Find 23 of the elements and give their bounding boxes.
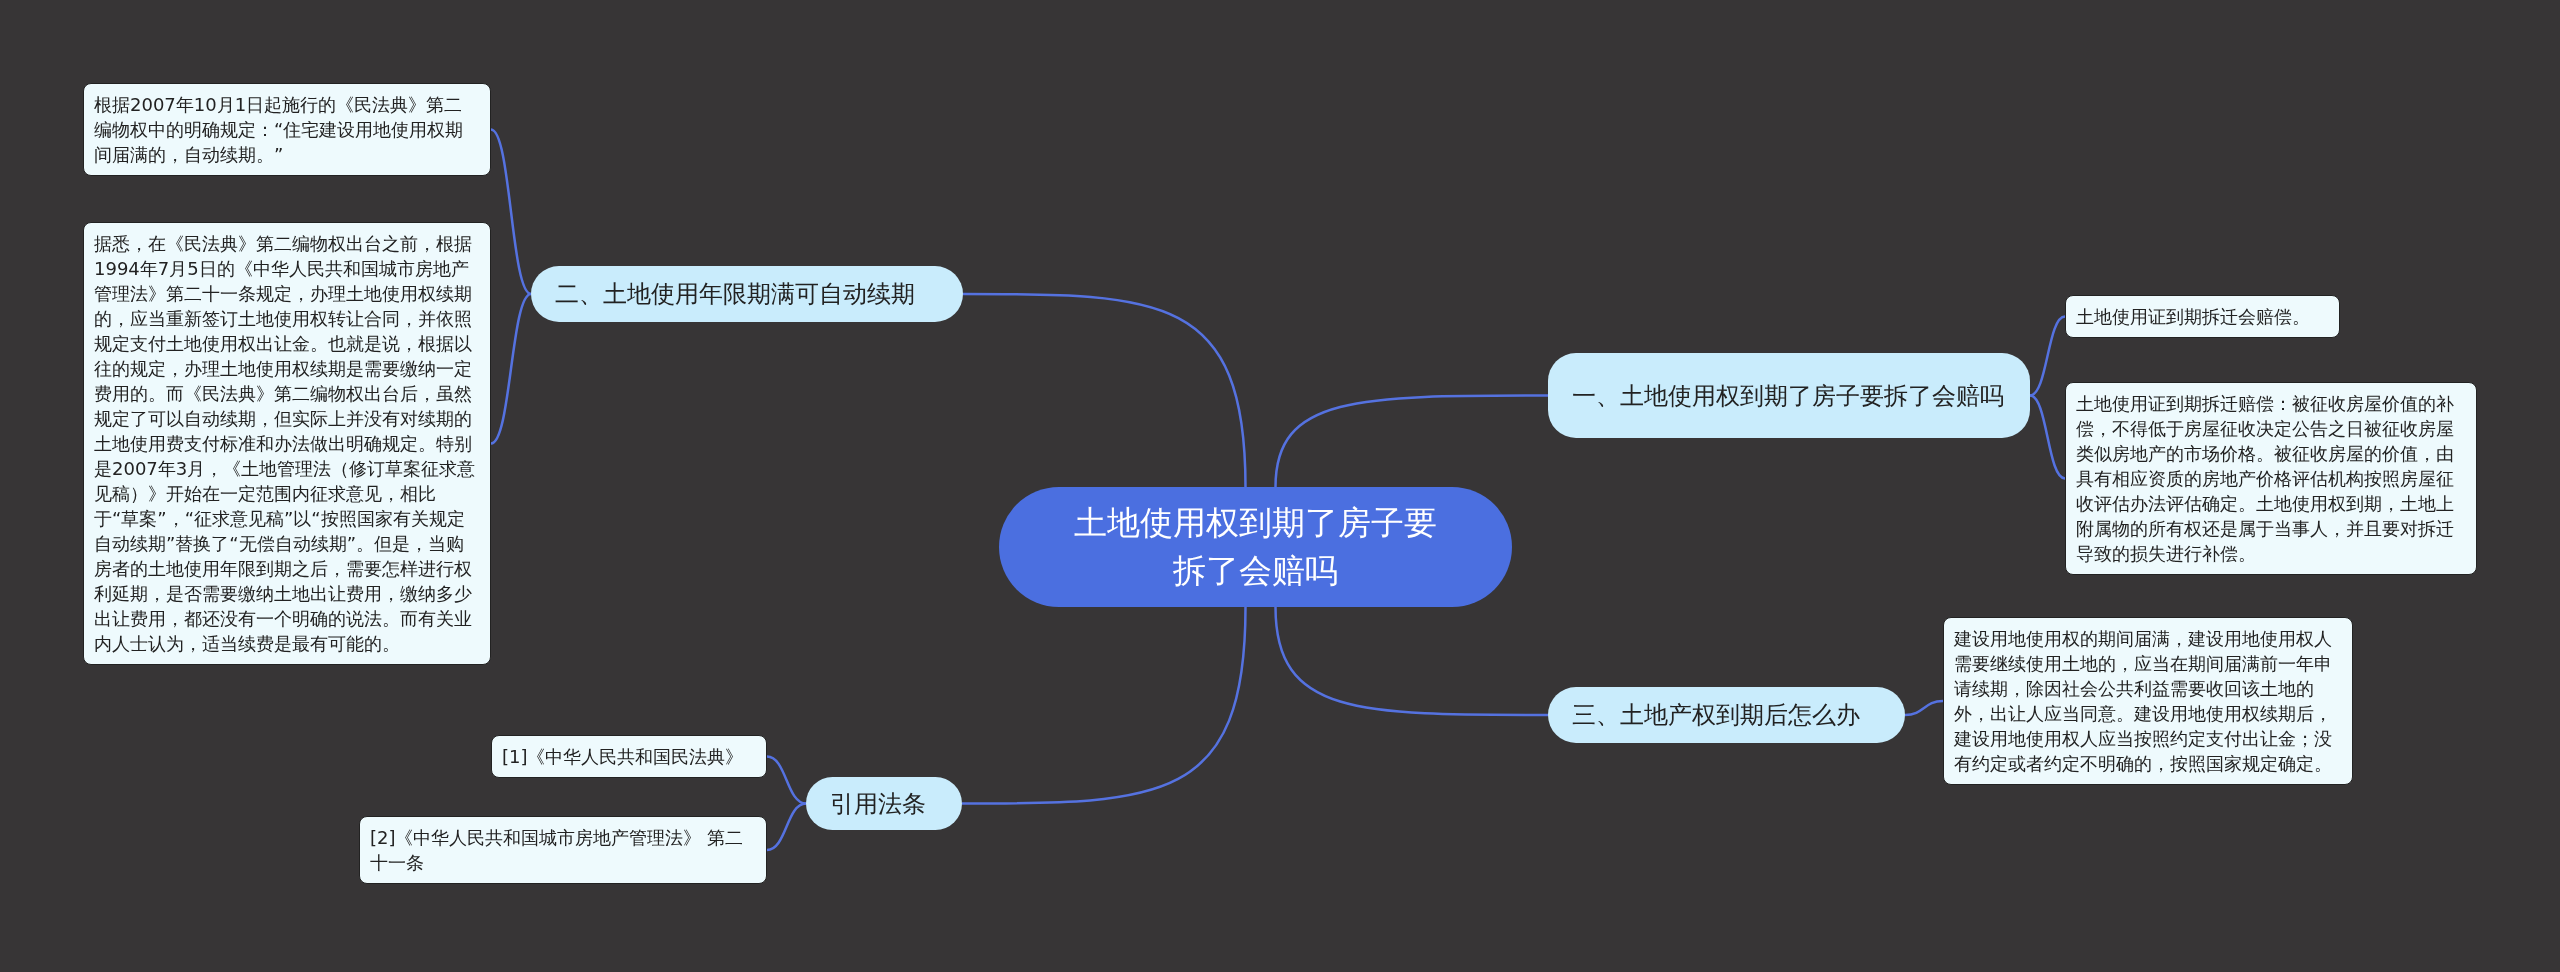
connector-line — [490, 128, 532, 296]
connector-line — [2029, 394, 2066, 480]
connector-line — [963, 292, 1247, 488]
note-box: 根据2007年10月1日起施行的《民法典》第二编物权中的明确规定：“住宅建设用地使用权期间届满的，自动续期。” — [83, 83, 491, 176]
topic-box: 三、土地产权到期后怎么办 — [1548, 687, 1905, 743]
connector-line — [1904, 699, 1944, 717]
connector-line — [766, 802, 807, 852]
connector-line — [1274, 394, 1548, 488]
note-box: 据悉，在《民法典》第二编物权出台之前，根据1994年7月5日的《中华人民共和国城市房地产管理法》第二十一条规定，办理土地使用权续期的，应当重新签订土地使用权转让合同，并依照规定支付土地使用权出让金。也就是说，根据以往的规定，办理土地使用权续期是需要缴纳一定费用的。而《民法典》第二编物权出台后，虽然规定了可以自动续期，但实际上并没有对续期的土地使用费支付标准和办法做出明确规定。特别是2007年3月，《土地管理法（修订草案征求意见稿）》开始在一定范围内征求意见，相比于“草案”，“征求意见稿”以“按照国家有关规定自动续期”替换了“无偿自动续期”。但是，当购房者的土地使用年限到期之后，需要怎样进行权利延期，是否需要缴纳土地出让费用，缴纳多少出让费用，都还没有一个明确的说法。而有关业内人士认为，适当续费是最有可能的。 — [83, 222, 491, 665]
central-topic: 土地使用权到期了房子要拆了会赔吗 — [999, 487, 1512, 607]
connector-line — [962, 606, 1247, 805]
note-box: 建设用地使用权的期间届满，建设用地使用权人需要继续使用土地的，应当在期间届满前一年申请续期，除因社会公共利益需要收回该土地的外，出让人应当同意。建设用地使用权续期后，建设用地使用权人应当按照约定支付出让金；没有约定或者约定不明确的，按照国家规定确定。 — [1943, 617, 2353, 785]
connector-line — [2029, 315, 2066, 397]
connector-line — [1274, 606, 1548, 717]
note-box: [1]《中华人民共和国民法典》 — [491, 735, 767, 778]
connector-line — [766, 755, 807, 805]
note-box: 土地使用证到期拆迁会赔偿。 — [2065, 295, 2340, 338]
topic-box: 引用法条 — [806, 777, 962, 830]
connector-line — [490, 292, 532, 445]
topic-box: 二、土地使用年限期满可自动续期 — [531, 266, 963, 322]
note-box: [2]《中华人民共和国城市房地产管理法》 第二十一条 — [359, 816, 767, 884]
topic-box: 一、土地使用权到期了房子要拆了会赔吗 — [1548, 353, 2030, 438]
note-box: 土地使用证到期拆迁赔偿：被征收房屋价值的补偿，不得低于房屋征收决定公告之日被征收房屋类似房地产的市场价格。被征收房屋的价值，由具有相应资质的房地产价格评估机构按照房屋征收评估办法评估确定。土地使用权到期，土地上附属物的所有权还是属于当事人，并且要对拆迁导致的损失进行补偿。 — [2065, 382, 2477, 575]
